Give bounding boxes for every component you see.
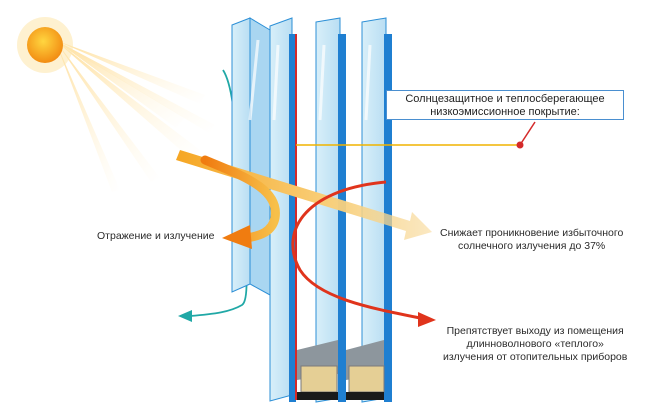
coating-label-line2: низкоэмиссионное покрытие:: [430, 106, 580, 118]
glass-pane-outer: [231, 17, 271, 296]
heat-arrow: [291, 180, 421, 320]
sun-icon: [17, 17, 73, 73]
heat-label-line2: длинноволнового «теплого»: [466, 338, 604, 350]
sun-rays: [55, 40, 215, 192]
teal-arrowhead: [178, 310, 192, 322]
glass-pane-middle: [269, 17, 297, 402]
coating-leader-line: [296, 121, 536, 149]
heat-label-line3: излучения от отопительных приборов: [443, 351, 628, 363]
solar-label: Снижает проникновение избыточного солнеч…: [440, 227, 623, 253]
coating-label-line1: Солнцезащитное и теплосберегающее: [405, 93, 605, 105]
reflection-arrow: [200, 155, 280, 249]
coating-callout: Солнцезащитное и теплосберегающее низкоэ…: [386, 90, 624, 120]
heat-arrowhead: [418, 312, 436, 327]
heat-label: Препятствует выходу из помещения длиннов…: [443, 325, 627, 364]
spacer-frame-2: [346, 340, 385, 400]
solar-label-line2: солнечного излучения до 37%: [458, 240, 606, 252]
glass-pane-inner: [315, 17, 346, 403]
solar-label-line1: Снижает проникновение избыточного: [440, 227, 624, 239]
heat-label-line1: Препятствует выходу из помещения: [446, 325, 624, 337]
spacer-frame-1: [297, 340, 338, 400]
reflection-label: Отражение и излучение: [97, 230, 215, 242]
